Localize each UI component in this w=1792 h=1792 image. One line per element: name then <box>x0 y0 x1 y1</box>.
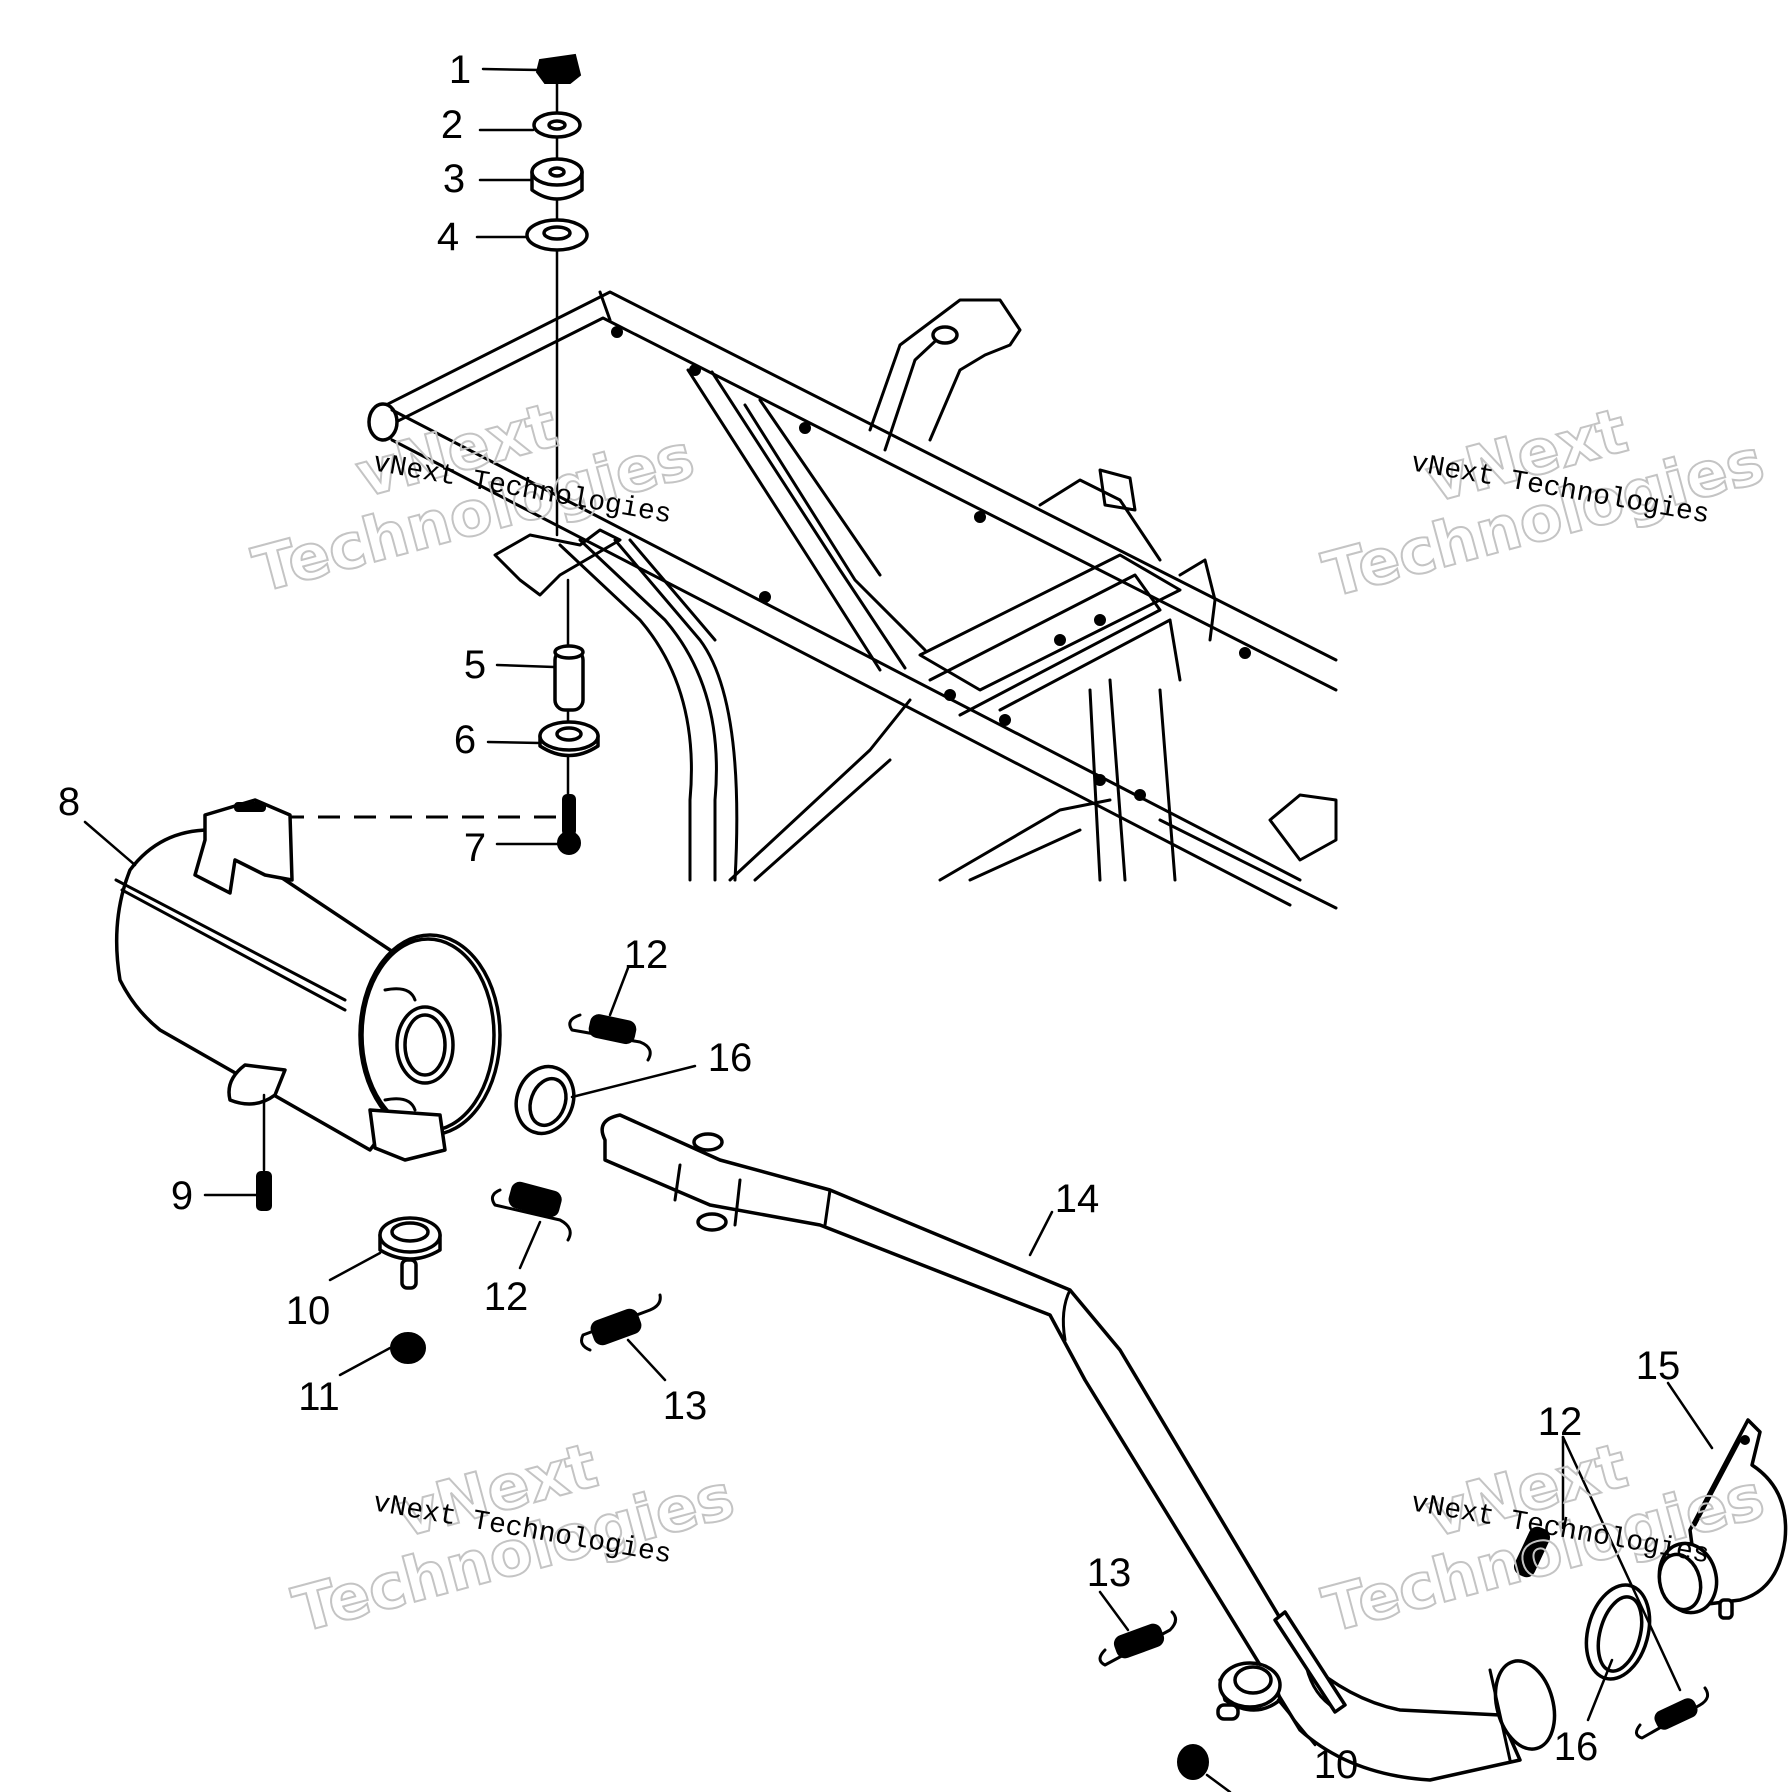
exhaust-pipe <box>600 1113 1557 1782</box>
callout-13-left: 13 <box>663 1384 708 1428</box>
callout-7: 7 <box>464 826 486 870</box>
watermark-top-left: vNext Technologies vNext Technologies <box>245 388 703 608</box>
spring-12-lower-icon <box>490 1181 572 1242</box>
callout-12-lower: 12 <box>484 1275 529 1319</box>
callout-16-left: 16 <box>708 1036 753 1080</box>
callout-13-right: 13 <box>1087 1551 1132 1595</box>
nut-1-icon <box>535 53 582 84</box>
callout-15: 15 <box>1636 1344 1681 1388</box>
callout-14: 14 <box>1055 1177 1100 1221</box>
frame-rivets <box>611 326 1251 801</box>
leader-lines <box>83 67 1714 1747</box>
seal-16-right-icon <box>1584 1583 1652 1681</box>
callout-labels: 1 2 3 4 5 6 7 8 9 10 11 12 12 13 14 16 1… <box>58 48 1680 1787</box>
watermark-bottom-left: vNext Technologies vNext Technologies <box>285 1428 743 1648</box>
spring-12-upper-icon <box>568 1013 652 1062</box>
callout-11: 11 <box>298 1375 340 1419</box>
bolt-7-icon <box>562 794 576 836</box>
callout-1: 1 <box>449 48 471 92</box>
callout-3: 3 <box>443 157 465 201</box>
spring-12-right-upper-icon <box>1514 1526 1550 1578</box>
grommet-10-right-icon <box>1216 1661 1282 1721</box>
manifold-15-icon <box>1657 1418 1788 1620</box>
callout-6: 6 <box>454 718 476 762</box>
screw-9-icon <box>256 1171 272 1211</box>
callout-12-right: 12 <box>1538 1400 1583 1444</box>
nut-11-right-icon <box>1177 1744 1209 1780</box>
spring-13-left-icon <box>580 1293 662 1352</box>
callout-12-upper: 12 <box>624 933 669 977</box>
spring-13-right-icon <box>1098 1610 1177 1667</box>
seal-16-left-icon <box>514 1064 576 1136</box>
callout-4: 4 <box>437 215 459 259</box>
spring-12-right-lower-icon <box>1635 1686 1710 1740</box>
callout-16-right: 16 <box>1554 1725 1599 1769</box>
vehicle-frame <box>367 290 1338 910</box>
callout-10: 10 <box>286 1289 331 1333</box>
nut-11-icon <box>390 1332 426 1364</box>
callout-9: 9 <box>171 1174 193 1218</box>
muffler <box>114 798 502 1162</box>
callout-5: 5 <box>464 643 486 687</box>
callout-8: 8 <box>58 780 80 824</box>
callout-10-right: 10 <box>1314 1743 1359 1787</box>
mount-stack <box>282 53 600 855</box>
callout-2: 2 <box>441 103 463 147</box>
watermark-top-right: vNext Technologies vNext Technologies <box>1315 393 1773 613</box>
grommet-10-icon <box>378 1216 442 1290</box>
